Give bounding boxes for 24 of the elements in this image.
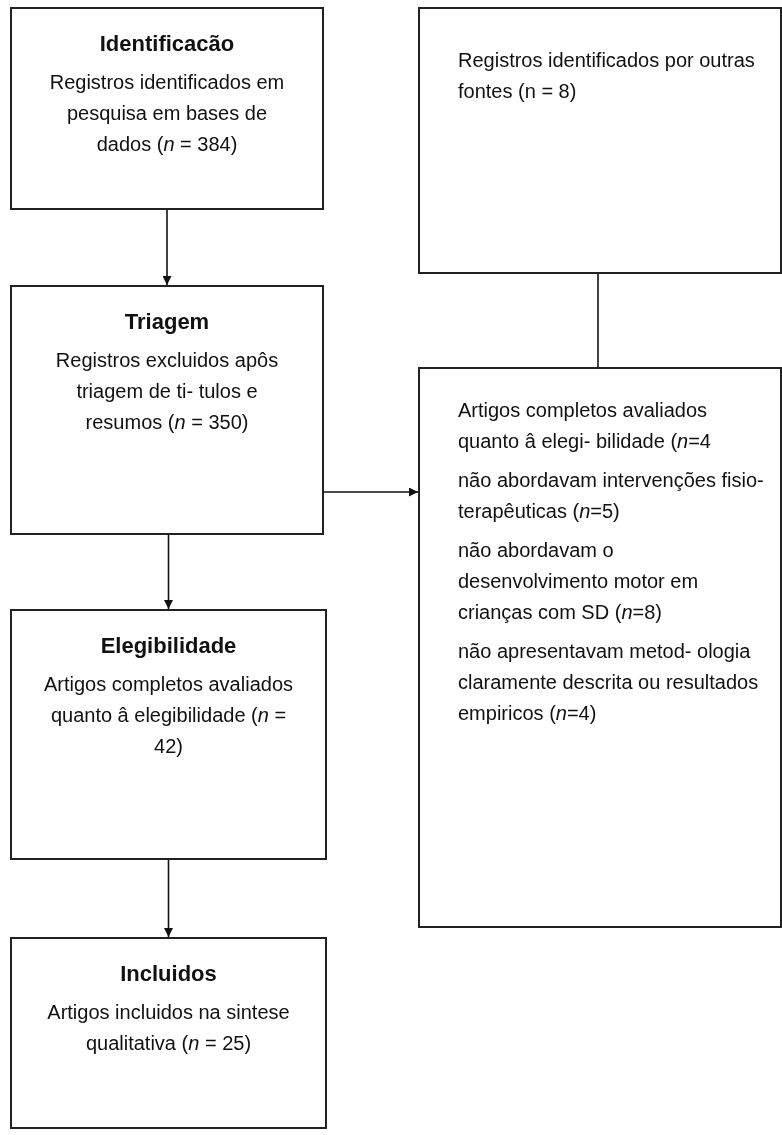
box-text: Registros identificados por outras fontes (n = 8) [458,48,756,104]
stage-heading: Incluidos [120,961,217,987]
box-text: Artigos incluidos na sintese qualitativa (n = 25) [46,1000,291,1056]
eligibility-box [10,609,327,860]
arrow [323,487,419,497]
box-text: não apresentavam metod- ologia claramente descrita ou resultados empiricos (n=4) [458,639,760,726]
box-text: não abordavam intervenções fisio- terapêuticas (n=5) [458,468,765,524]
exclusion-reasons-box [418,367,782,928]
arrow [164,534,173,610]
arrow [162,209,172,286]
screening-box [10,285,324,535]
box-text: Registros identificados em pesquisa em bases de dados (n = 384) [48,70,286,157]
box-text: Registros excluidos apôs triagem de ti- tulos e resumos (n = 350) [54,348,280,435]
other-sources-box [418,7,782,274]
identification-box [10,7,324,210]
stage-heading: Elegibilidade [100,633,237,659]
box-text: Artigos completos avaliados quanto â elegibilidade (n = 42) [43,672,294,759]
box-text: Artigos completos avaliados quanto â elegi- bilidade (n=4 [458,398,712,454]
stage-heading: Identificacão [99,31,235,57]
arrow [164,859,173,938]
connector-line [597,273,599,368]
stage-heading: Triagem [124,309,210,335]
included-box [10,937,327,1129]
box-text: não abordavam o desenvolvimento motor em crianças com SD (n=8) [458,538,700,625]
